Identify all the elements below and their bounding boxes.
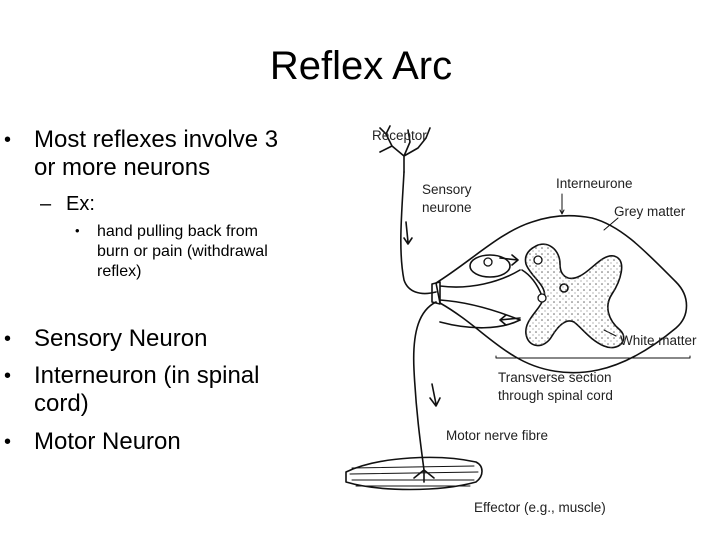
- nerve-root-left: [431, 269, 521, 321]
- effector-muscle: [345, 456, 483, 491]
- bullet-reflexes-neurons: • Most reflexes involve 3 or more neuron…: [4, 126, 279, 182]
- synapse-motor: [537, 293, 547, 303]
- synapse-sensory: [483, 257, 493, 267]
- bullet-text-line-1: Interneuron (in spinal: [34, 362, 260, 389]
- label-grey-matter: Grey matter: [614, 204, 686, 219]
- bullet-text-line-2: or more neurons: [34, 154, 211, 181]
- bullet-dot: •: [4, 328, 12, 350]
- label-sensory-1: Sensory: [422, 182, 472, 197]
- leader-interneurone: [559, 193, 565, 215]
- muscle-fibres: [349, 465, 479, 487]
- sensory-neurone-fibre: [400, 171, 437, 295]
- label-white-matter: White matter: [620, 333, 697, 348]
- motor-end-plates: [413, 469, 435, 483]
- motor-nerve-fibre: [412, 301, 437, 471]
- label-transverse-1: Transverse section: [498, 370, 612, 385]
- bullet-motor-neuron: • Motor Neuron: [4, 428, 181, 456]
- bullet-text: Sensory Neuron: [34, 325, 208, 352]
- label-effector: Effector (e.g., muscle): [474, 500, 606, 515]
- cord-arrow-in: [499, 254, 519, 266]
- receptor-dendrites: [379, 125, 431, 173]
- bullet-text-line-2: cord): [34, 390, 89, 417]
- bullet-dot: •: [4, 365, 12, 387]
- sub-bullet-example: – Ex:: [40, 192, 95, 216]
- bullet-text-line-1: Most reflexes involve 3: [34, 126, 279, 153]
- bullet-dot: •: [4, 431, 12, 453]
- bullet-dot: •: [4, 129, 12, 151]
- bullet-interneuron: • Interneuron (in spinal cord): [4, 362, 260, 418]
- bullet-dash: –: [40, 193, 52, 215]
- bullet-text: Motor Neuron: [34, 428, 181, 455]
- motor-arrow: [429, 383, 441, 407]
- dorsal-root-ganglion: [469, 254, 511, 278]
- example-line-1: hand pulling back from: [97, 223, 258, 240]
- slide-title: Reflex Arc: [269, 44, 453, 88]
- label-interneurone: Interneurone: [556, 176, 633, 191]
- spinal-cord-outline: [435, 214, 688, 374]
- ventral-root: [439, 319, 521, 329]
- cord-arrow-out: [499, 314, 521, 326]
- leader-grey-matter: [603, 217, 619, 231]
- sub-sub-bullet-example-detail: • hand pulling back from burn or pain (w…: [75, 222, 268, 282]
- example-line-3: reflex): [97, 263, 142, 280]
- sub-bullet-text: Ex:: [66, 193, 95, 215]
- label-sensory-2: neurone: [422, 200, 472, 215]
- bullet-dot: •: [75, 223, 80, 238]
- label-transverse-2: through spinal cord: [498, 388, 613, 403]
- example-line-2: burn or pain (withdrawal: [97, 243, 268, 260]
- sensory-arrow: [403, 221, 413, 245]
- label-motor-fibre: Motor nerve fibre: [446, 428, 548, 443]
- grey-matter-fill: [525, 244, 624, 348]
- synapse-interneurone: [533, 255, 543, 265]
- label-receptor: Receptor: [372, 128, 427, 143]
- bullet-sensory-neuron: • Sensory Neuron: [4, 325, 208, 353]
- transverse-bracket: [495, 355, 691, 359]
